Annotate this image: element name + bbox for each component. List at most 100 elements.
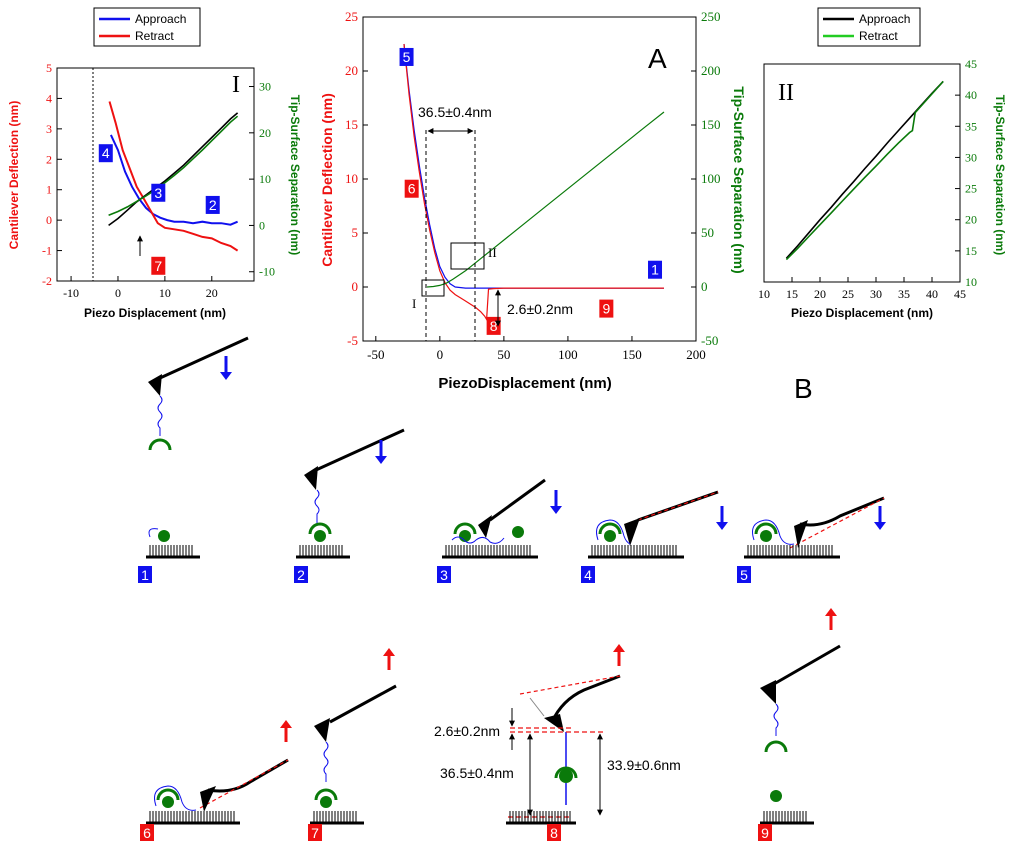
reference-line — [519, 675, 621, 695]
tip — [794, 520, 808, 548]
legend-approach-label: Approach — [135, 12, 186, 26]
x-tick-label: 150 — [622, 347, 642, 362]
series-line — [403, 43, 664, 322]
step-marker-label: 5 — [403, 49, 411, 65]
panel-I-ylabel-left: Cantilever Deflection (nm) — [7, 101, 21, 250]
panel-II-xlabel: Piezo Displacement (nm) — [791, 306, 933, 320]
series-line — [785, 80, 944, 261]
ligand — [760, 530, 772, 542]
x-tick-label: 0 — [115, 286, 121, 300]
receptor-arc — [754, 522, 778, 535]
zoom-box-I-label: I — [412, 296, 416, 311]
series-line — [426, 111, 665, 288]
step-marker-label: 8 — [490, 318, 498, 334]
y-left-tick-label: 15 — [345, 117, 358, 132]
y-left-tick-label: 5 — [46, 61, 52, 75]
ligand — [162, 796, 174, 808]
y-right-tick-label: 30 — [965, 150, 977, 164]
panel-I-label: I — [232, 72, 240, 98]
y-right-tick-label: -50 — [701, 333, 718, 348]
y-right-tick-label: 0 — [701, 279, 708, 294]
y-right-tick-label: 250 — [701, 9, 721, 24]
arrow-up-head — [280, 720, 292, 728]
molecule — [752, 519, 795, 545]
y-right-tick-label: 10 — [965, 275, 977, 289]
y-left-tick-label: 0 — [46, 213, 52, 227]
y-right-tick-label: 45 — [965, 57, 977, 71]
legend-box — [817, 7, 921, 47]
dim-width-label: 36.5±0.4nm — [440, 765, 514, 781]
tip — [624, 518, 640, 546]
step-marker — [151, 183, 166, 202]
receptor-arc — [453, 522, 477, 535]
tip — [200, 786, 216, 812]
reference-line — [789, 497, 885, 549]
panel-A-ylabel-left: Cantilever Deflection (nm) — [319, 93, 335, 266]
arrow-down-head — [716, 522, 728, 530]
cantilever — [489, 478, 546, 522]
panel-B-label: B — [794, 373, 813, 404]
step-3: 3 — [437, 478, 562, 583]
step-label-9: 9 — [761, 825, 769, 841]
step-7: 7 — [308, 648, 397, 841]
reference-line — [637, 491, 719, 521]
x-tick-label: 35 — [898, 287, 910, 301]
receptor-arc — [554, 766, 578, 779]
y-left-tick-label: 10 — [345, 171, 358, 186]
x-tick-label: 10 — [758, 287, 770, 301]
panel-II-legend: Approach Retract — [817, 7, 921, 47]
step-2: 2 — [294, 428, 405, 583]
linker — [157, 395, 163, 436]
x-tick-label: 0 — [437, 347, 444, 362]
step-badge-6 — [140, 824, 154, 841]
series-line — [108, 112, 239, 227]
linker — [773, 703, 779, 736]
y-right-tick-label: 20 — [259, 126, 271, 140]
dim-height-label: 33.9±0.6nm — [607, 757, 681, 773]
y-left-tick-label: 3 — [46, 122, 52, 136]
y-left-tick-label: 1 — [46, 183, 52, 197]
cantilever — [315, 428, 405, 472]
y-left-tick-label: 20 — [345, 63, 358, 78]
y-left-tick-label: 25 — [345, 9, 358, 24]
series-line — [109, 134, 238, 226]
panel-II-frame — [763, 63, 961, 283]
step-label-2: 2 — [297, 567, 305, 583]
zoom-box-II-label: II — [488, 245, 497, 260]
y-right-tick-label: 10 — [259, 172, 271, 186]
linker — [323, 741, 329, 782]
panel-II-ylabel-right: Tip-Surface Separation (nm) — [993, 95, 1007, 255]
cantilever — [159, 336, 249, 380]
tip — [304, 466, 318, 490]
cantilever — [550, 674, 621, 723]
step-badge-3 — [437, 566, 451, 583]
legend-box — [93, 7, 201, 47]
step-badge-1 — [138, 566, 152, 583]
step-marker-label: 6 — [408, 181, 416, 197]
ligand — [314, 530, 326, 542]
ligand — [604, 530, 616, 542]
molecule — [148, 528, 159, 538]
y-left-tick-label: -5 — [347, 333, 358, 348]
panel-A-ylabel-right: Tip-Surface Separation (nm) — [731, 86, 747, 273]
tip — [314, 718, 330, 742]
series-line — [403, 43, 664, 289]
step-label-3: 3 — [440, 567, 448, 583]
series-line — [108, 115, 239, 216]
y-right-tick-label: 100 — [701, 171, 721, 186]
molecule — [596, 519, 631, 545]
legend-retract-label: Retract — [859, 29, 898, 43]
x-tick-label: 40 — [926, 287, 938, 301]
cantilever — [773, 644, 841, 686]
step-label-4: 4 — [584, 567, 592, 583]
step-label-7: 7 — [311, 825, 319, 841]
arrow-up-head — [613, 644, 625, 652]
x-tick-label: 50 — [497, 347, 510, 362]
y-left-tick-label: 5 — [352, 225, 359, 240]
arrow-down-head — [874, 522, 886, 530]
ligand — [320, 796, 332, 808]
y-right-tick-label: 15 — [965, 244, 977, 258]
